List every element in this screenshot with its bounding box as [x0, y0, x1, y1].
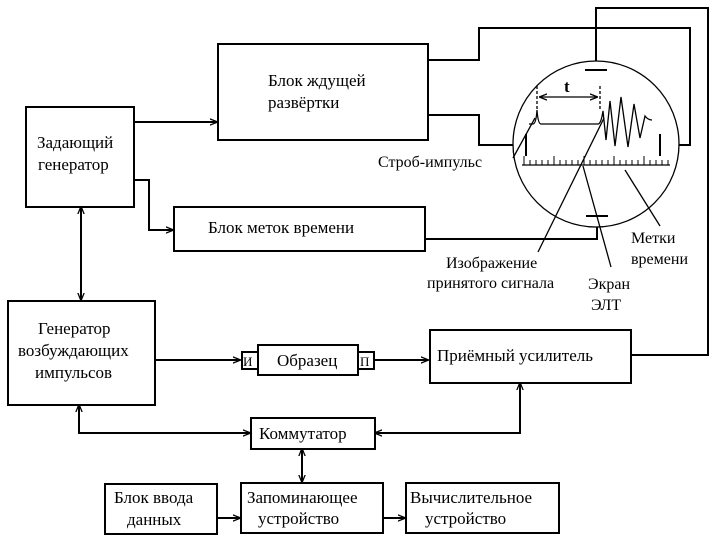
sample-left-transducer — [241, 351, 259, 370]
input-block: Блок ввода данных — [104, 483, 218, 535]
sample-block: Образец И П — [241, 344, 375, 376]
screen-label-1: Экран — [588, 276, 630, 293]
signal-label-2: принятого сигнала — [427, 275, 554, 292]
switch-label: Коммутатор — [259, 424, 347, 443]
callout-leaders — [512, 117, 661, 268]
sweep-label-1: Блок ждущей — [268, 71, 366, 90]
sample-label: Образец — [277, 351, 337, 370]
excitation-label-1: Генератор — [38, 319, 111, 338]
storage-block: Запоминающее устройство — [240, 482, 384, 534]
signal-label-1: Изображение — [446, 255, 537, 272]
storage-label-1: Запоминающее — [247, 488, 358, 507]
computer-label-1: Вычислительное — [410, 488, 532, 507]
crt: t — [512, 60, 680, 228]
screen-leader — [582, 165, 612, 268]
arrow-amplifier-switch — [375, 383, 520, 433]
switch-block: Коммутатор — [250, 417, 376, 450]
timemarks-block: Блок меток времени — [173, 206, 426, 252]
master-label-2: генератор — [38, 155, 109, 174]
crt-screen-circle — [512, 60, 680, 228]
sample-right-mark: П — [360, 354, 369, 369]
sample-right-transducer — [357, 351, 375, 370]
line-amplifier-to-top-plate — [595, 7, 709, 356]
marks-label-2: времени — [631, 251, 688, 268]
excitation-label-3: импульсов — [35, 363, 112, 382]
master-generator-block: Задающий генератор — [25, 106, 135, 208]
amplifier-label: Приёмный усилитель — [437, 346, 593, 365]
crt-time-ticks — [523, 156, 669, 165]
crt-interval-label: t — [564, 77, 570, 96]
line-sweep-to-right-plate — [428, 27, 691, 146]
line-sweep-to-left-plate — [428, 114, 526, 146]
computer-label-2: устройство — [425, 509, 506, 528]
input-label-1: Блок ввода — [114, 488, 194, 507]
strobe-leader — [512, 117, 536, 159]
strobe-label: Строб-импульс — [378, 154, 482, 171]
marks-label-1: Метки — [631, 230, 676, 247]
storage-label-2: устройство — [258, 509, 339, 528]
arrow-excitation-switch — [79, 405, 250, 433]
amplifier-block: Приёмный усилитель — [429, 329, 632, 384]
sample-left-mark: И — [243, 354, 252, 369]
arrow-master-to-timemarks — [134, 179, 173, 230]
marks-leader — [624, 169, 661, 227]
excitation-generator-block: Генератор возбуждающих импульсов — [7, 300, 156, 406]
sweep-label-2: развёртки — [268, 93, 339, 112]
sweep-block: Блок ждущей развёртки — [217, 43, 429, 141]
master-label-1: Задающий — [37, 133, 113, 152]
crt-trace — [529, 96, 653, 148]
input-label-2: данных — [127, 510, 182, 529]
signal-leader — [537, 117, 605, 253]
excitation-label-2: возбуждающих — [18, 341, 129, 360]
timemarks-label: Блок меток времени — [208, 218, 354, 237]
screen-label-2: ЭЛТ — [591, 297, 621, 314]
computer-block: Вычислительное устройство — [405, 482, 560, 534]
